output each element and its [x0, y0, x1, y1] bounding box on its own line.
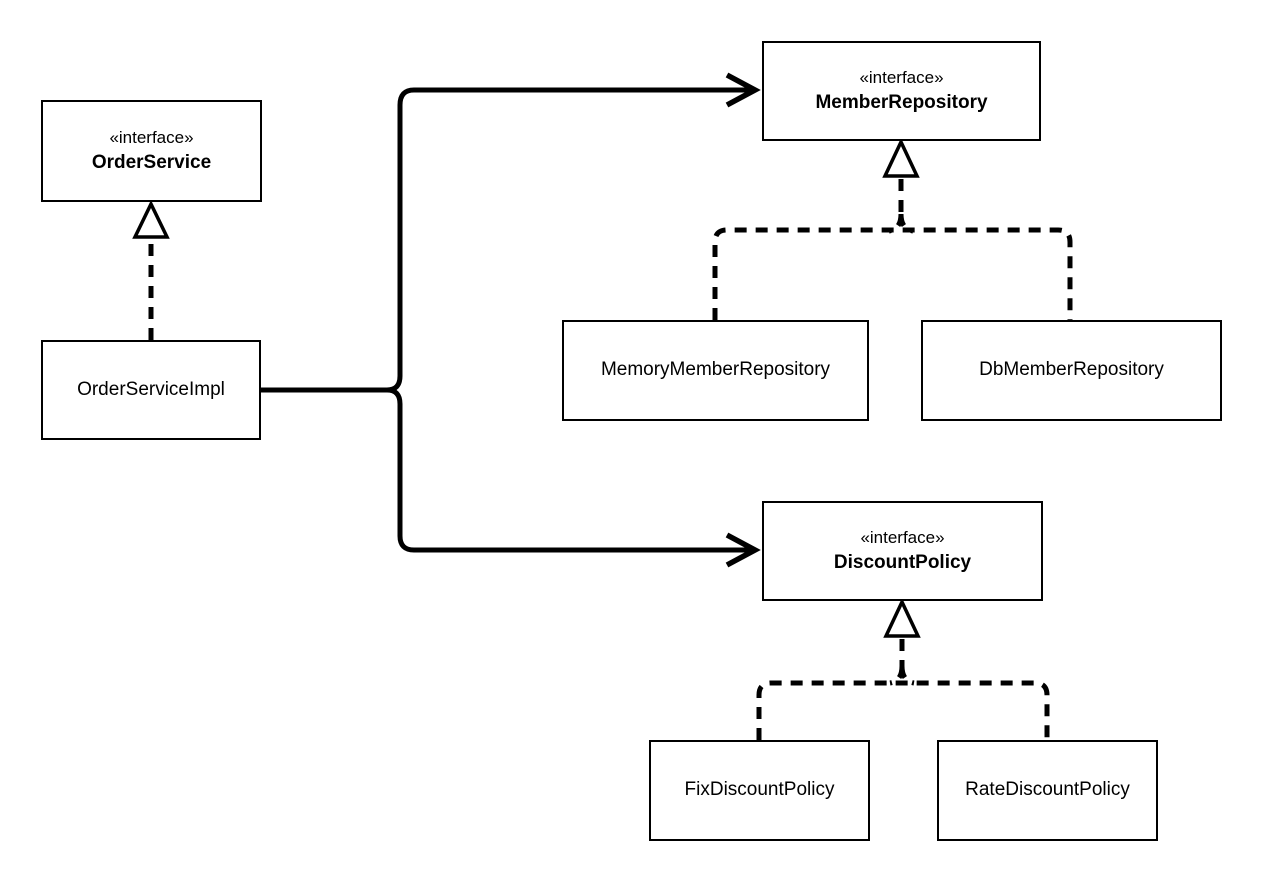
open-arrowhead-icon	[725, 72, 761, 108]
class-box-order-service: «interface» OrderService	[41, 100, 262, 202]
class-name: MemberRepository	[815, 91, 988, 113]
realization-dashed-rail	[712, 227, 1073, 320]
open-arrowhead-icon	[725, 532, 761, 568]
class-box-memory-member-repository: MemoryMemberRepository	[562, 320, 869, 421]
hollow-triangle-icon	[132, 199, 170, 239]
class-name: DiscountPolicy	[833, 551, 972, 573]
edge-orderserviceimpl-realizes-orderservice	[132, 199, 170, 340]
class-box-rate-discount-policy: RateDiscountPolicy	[937, 740, 1158, 841]
realization-dashed-rail	[756, 680, 1050, 740]
class-name: MemoryMemberRepository	[600, 359, 831, 381]
class-name: RateDiscountPolicy	[965, 779, 1130, 801]
class-box-order-service-impl: OrderServiceImpl	[41, 340, 261, 440]
edge-repositories-realize-memberrepository	[712, 137, 1073, 320]
edge-orderserviceimpl-to-memberrepository	[386, 72, 761, 393]
stereotype-label: «interface»	[860, 527, 945, 547]
class-box-member-repository: «interface» MemberRepository	[762, 41, 1041, 141]
class-box-db-member-repository: DbMemberRepository	[921, 320, 1222, 421]
hollow-triangle-icon	[882, 137, 920, 178]
edge-policies-realize-discountpolicy	[756, 597, 1050, 740]
class-name: OrderServiceImpl	[77, 378, 225, 400]
dependency-line-up	[386, 87, 751, 393]
class-box-discount-policy: «interface» DiscountPolicy	[762, 501, 1043, 601]
dependency-line-down	[386, 387, 751, 553]
edge-orderserviceimpl-to-discountpolicy	[386, 387, 761, 568]
class-name: DbMemberRepository	[979, 359, 1164, 381]
stereotype-label: «interface»	[859, 67, 944, 87]
junction-flare-right	[898, 213, 914, 234]
class-name: FixDiscountPolicy	[684, 779, 835, 801]
junction-flare-right	[899, 665, 915, 686]
class-box-fix-discount-policy: FixDiscountPolicy	[649, 740, 870, 841]
hollow-triangle-icon	[883, 597, 921, 638]
class-name: OrderService	[91, 151, 212, 173]
stereotype-label: «interface»	[109, 127, 194, 147]
